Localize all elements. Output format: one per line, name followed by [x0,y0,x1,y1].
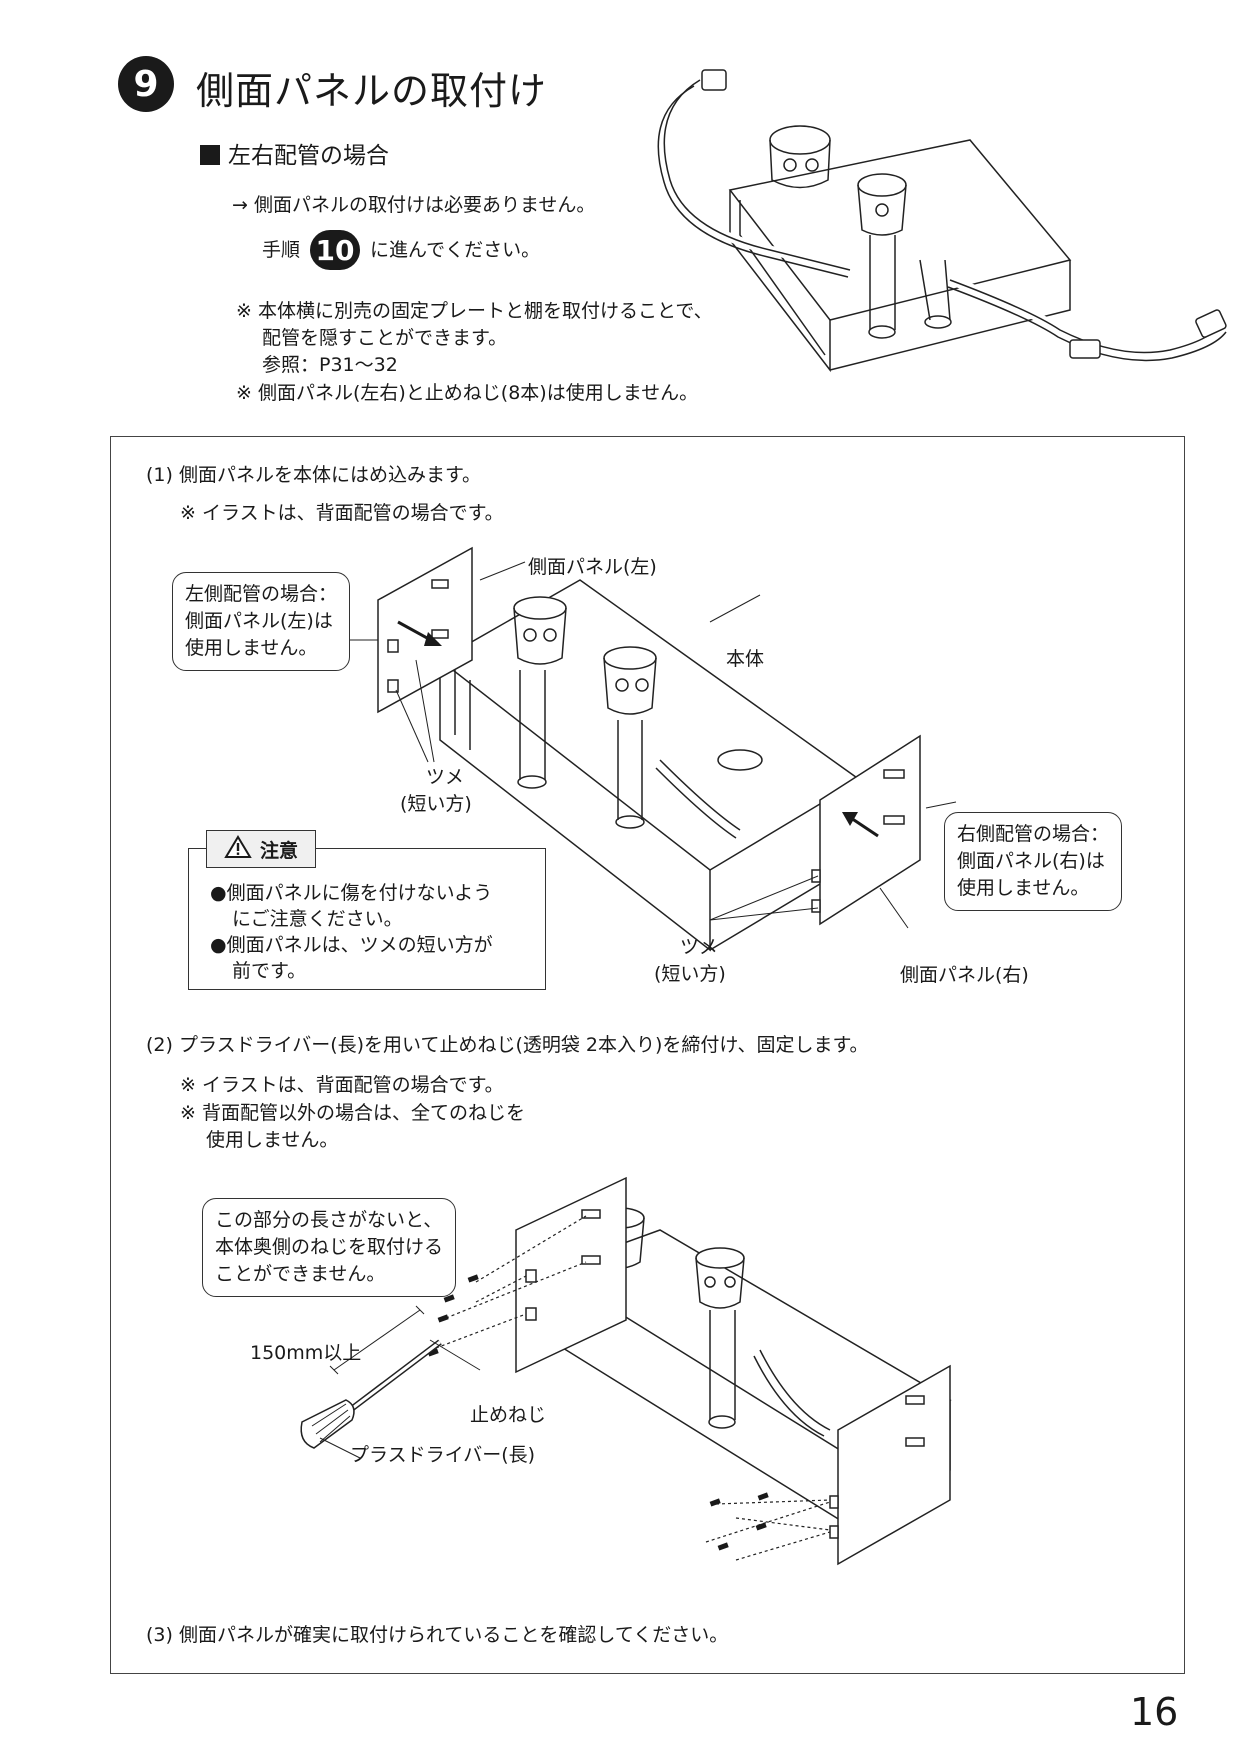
intro-note-2: ※ 側面パネル(左右)と止めねじ(8本)は使用しません。 [236,382,699,404]
callout-right-line-1: 右側配管の場合： [957,823,1110,845]
callout-left-line-2: 側面パネル(左)は [185,610,333,632]
step2-note-2a: ※ 背面配管以外の場合は、全てのねじを [180,1102,525,1124]
label-length: 150mm以上 [250,1342,362,1364]
page-title: 側面パネルの取付け [196,69,548,113]
caution-title: 注意 [259,839,298,862]
label-tab-right-line-2: (短い方) [654,963,726,985]
step2-heading: (2) プラスドライバー(長)を用いて止めねじ(透明袋 2本入り)を締付け、固定… [146,1034,869,1056]
section-subtitle-text: 左右配管の場合 [228,143,389,169]
step-number-badge: 9 [118,56,174,112]
intro-line-1: → 側面パネルの取付けは必要ありません。 [232,194,596,216]
step1-heading: (1) 側面パネルを本体にはめ込みます。 [146,464,482,486]
callout-right-piping: 右側配管の場合： 側面パネル(右)は 使用しません。 [944,812,1123,911]
step2-illustration [269,1176,952,1566]
top-unit-illustration [657,69,1227,373]
callout-right-line-3: 使用しません。 [957,877,1090,899]
intro-note-1a: ※ 本体横に別売の固定プレートと棚を取付けることで、 [236,300,713,322]
intro-note-1c: 参照：P31～32 [262,354,398,376]
callout-left-line-3: 使用しません。 [185,637,318,659]
intro-step-label: 手順 [262,238,301,261]
caution-item-2a: ●側面パネルは、ツメの短い方が [210,934,493,956]
label-tab-right-line-1: ツメ [679,936,718,958]
intro-step-suffix: に進んでください。 [370,238,541,261]
step2-note-1: ※ イラストは、背面配管の場合です。 [180,1074,504,1096]
step1-illustration [330,546,957,952]
intro-line-2: 手順 10 に進んでください。 [262,230,540,270]
label-body: 本体 [726,648,765,670]
callout-length-warning: この部分の長さがないと、 本体奥側のねじを取付ける ことができません。 [202,1198,457,1297]
square-bullet-icon [200,145,220,165]
caution-header: 注意 [206,830,316,868]
callout-length-line-1: この部分の長さがないと、 [215,1209,443,1231]
page-number: 16 [1130,1690,1179,1734]
callout-left-piping: 左側配管の場合： 側面パネル(左)は 使用しません。 [172,572,351,671]
caution-item-1a: ●側面パネルに傷を付けないよう [210,882,493,904]
caution-item-2b: 前です。 [232,960,307,982]
step2-note-2b: 使用しません。 [206,1129,339,1151]
left-side-panel [377,546,473,714]
label-tab-left-line-1: ツメ [425,766,464,788]
label-screw: 止めねじ [470,1404,547,1426]
label-tab-right: ツメ (短い方) [654,932,726,986]
callout-length-line-3: ことができません。 [215,1263,386,1285]
instruction-frame [110,436,1185,1674]
step3-heading: (3) 側面パネルが確実に取付けられていることを確認してください。 [146,1624,729,1646]
callout-left-line-1: 左側配管の場合： [185,583,338,605]
intro-note-1b: 配管を隠すことができます。 [262,327,508,349]
warning-triangle-icon [224,834,252,864]
back-left-panel [515,1176,627,1374]
step1-note: ※ イラストは、背面配管の場合です。 [180,502,504,524]
label-tab-left: ツメ (短い方) [400,762,472,816]
label-left-panel: 側面パネル(左) [528,556,657,578]
label-tab-left-line-2: (短い方) [400,793,472,815]
callout-length-line-2: 本体奥側のねじを取付ける [215,1236,444,1258]
screwdriver-icon [300,1339,442,1449]
step-10-badge: 10 [310,230,361,270]
caution-box [188,848,546,990]
callout-right-line-2: 側面パネル(右)は [957,850,1105,872]
caution-item-1b: にご注意ください。 [232,908,403,930]
back-right-panel [837,1364,951,1566]
label-right-panel: 側面パネル(右) [900,964,1029,986]
label-screwdriver: プラスドライバー(長) [350,1444,536,1466]
section-subtitle: 左右配管の場合 [200,136,389,170]
